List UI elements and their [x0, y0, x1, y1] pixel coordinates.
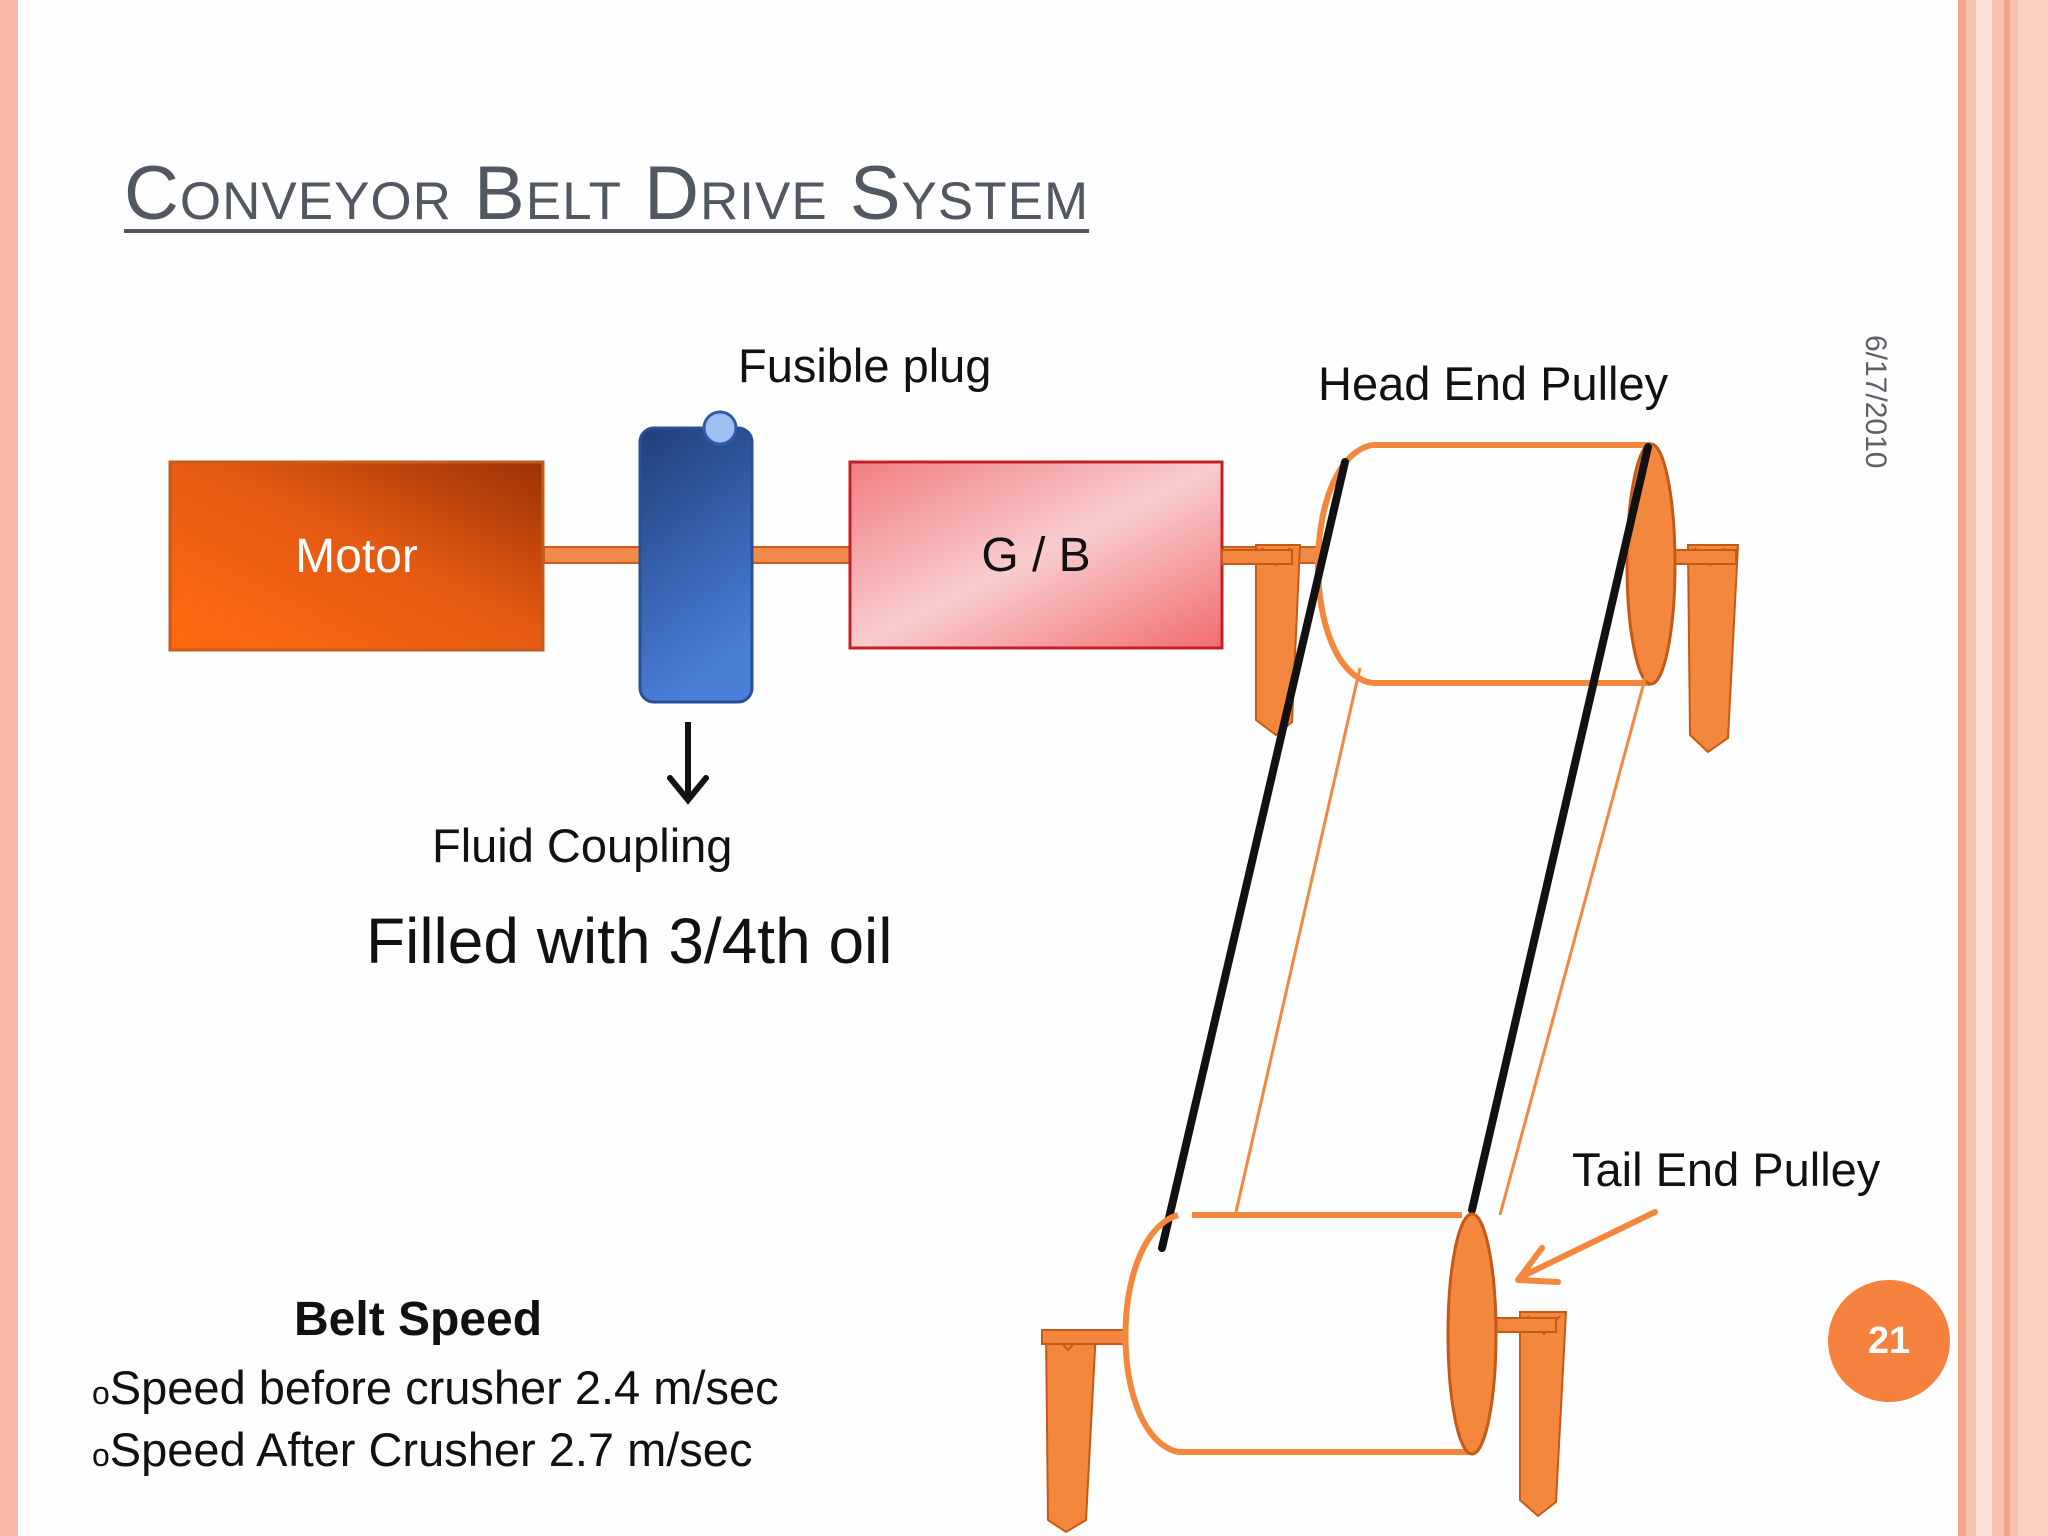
belt-speed-heading: Belt Speed: [294, 1293, 543, 1346]
fusible-plug-label: Fusible plug: [738, 339, 992, 392]
bullet-marker: o: [92, 1437, 110, 1473]
speed-item-1: oSpeed before crusher 2.4 m/sec: [92, 1360, 779, 1415]
left-border: [0, 0, 18, 1536]
speed-text: Speed After Crusher 2.7 m/sec: [109, 1423, 753, 1476]
tail-pointer-arrow-icon: [1522, 1209, 1658, 1278]
tail-support-right: [1519, 1311, 1568, 1518]
tail-support-left: [1044, 1329, 1098, 1534]
fluid-coupling-note: Filled with 3/4th oil: [366, 905, 893, 977]
fusible-plug-icon: [702, 410, 738, 446]
shaft-coupling-gearbox: [751, 546, 853, 564]
speed-item-2: oSpeed After Crusher 2.7 m/sec: [92, 1422, 752, 1477]
slide-title: Conveyor Belt Drive System: [124, 151, 1090, 236]
head-support-left: [1255, 544, 1302, 737]
gearbox-label: G / B: [981, 528, 1091, 582]
page-number-badge: 21: [1828, 1280, 1950, 1402]
shaft-motor-coupling: [543, 546, 645, 564]
right-frame: [1958, 0, 2048, 1536]
head-pulley-label: Head End Pulley: [1318, 357, 1669, 410]
speed-text: Speed before crusher 2.4 m/sec: [109, 1361, 779, 1414]
fluid-coupling-label: Fluid Coupling: [432, 819, 733, 872]
fluid-coupling-block: [638, 426, 754, 704]
belt-right-edge: [1468, 443, 1652, 1214]
tail-pulley-label: Tail End Pulley: [1572, 1143, 1881, 1196]
motor-label: Motor: [295, 529, 418, 583]
bullet-marker: o: [92, 1375, 110, 1411]
tail-end-pulley-shape: [1122, 1212, 1472, 1455]
gearbox-block: [848, 460, 1224, 650]
head-support-right: [1686, 544, 1740, 754]
motor-block: [168, 460, 545, 652]
belt-left-edge: [1158, 458, 1349, 1252]
